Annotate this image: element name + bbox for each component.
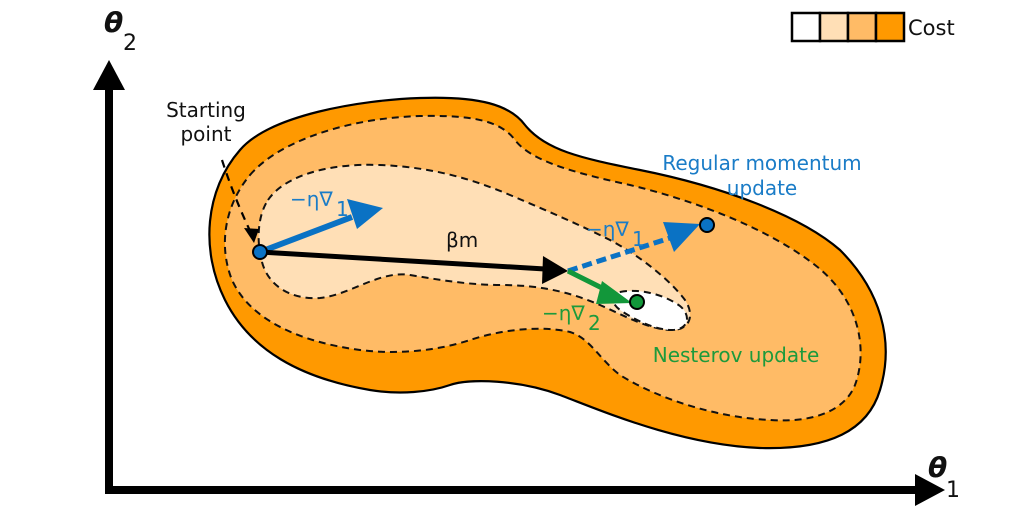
regular-update-marker [699, 217, 715, 233]
beta-m-arrow [259, 249, 546, 272]
grad1-momentum-label: −η∇ [586, 217, 629, 241]
grad1-momentum-arrow [567, 235, 671, 274]
y-axis-arrowhead [93, 60, 125, 90]
x-axis-label-subscript: 1 [946, 478, 960, 503]
y-axis-label-subscript: 2 [123, 31, 137, 56]
y-axis-label: θ [104, 6, 123, 39]
grad2-arrowhead [596, 281, 632, 304]
beta-m-arrowhead [542, 256, 568, 284]
starting-point-label-line1: Starting [166, 98, 246, 122]
legend-swatch-2 [818, 11, 850, 43]
grad2-label-subscript: 2 [588, 311, 601, 335]
nesterov-update-label: Nesterov update [653, 343, 820, 367]
regular-update-label-line2: update [727, 176, 797, 200]
legend-swatch-1 [790, 11, 822, 43]
grad1-momentum-arrowhead [663, 222, 700, 252]
grad1-start-label-subscript: 1 [336, 197, 349, 221]
starting-point-pointer [220, 159, 253, 236]
starting-point-pointer-head [244, 228, 259, 243]
starting-point-label-line2: point [180, 122, 231, 146]
legend-swatch-4 [874, 11, 906, 43]
cost-legend: Cost [790, 11, 955, 43]
x-axis-arrowhead [915, 474, 945, 506]
nesterov-update-marker [629, 294, 645, 310]
grad1-start-arrow [258, 214, 354, 255]
legend-label: Cost [908, 16, 955, 40]
grad1-start-label: −η∇ [290, 187, 333, 211]
starting-point-marker [252, 244, 268, 260]
regular-update-label-line1: Regular momentum [662, 151, 861, 175]
legend-swatch-3 [846, 11, 878, 43]
beta-m-label: βm [446, 228, 478, 252]
grad1-momentum-label-subscript: 1 [632, 227, 645, 251]
grad2-label: −η∇ [542, 301, 585, 325]
grad1-start-arrowhead [347, 199, 383, 229]
x-axis-label: θ [928, 451, 947, 484]
